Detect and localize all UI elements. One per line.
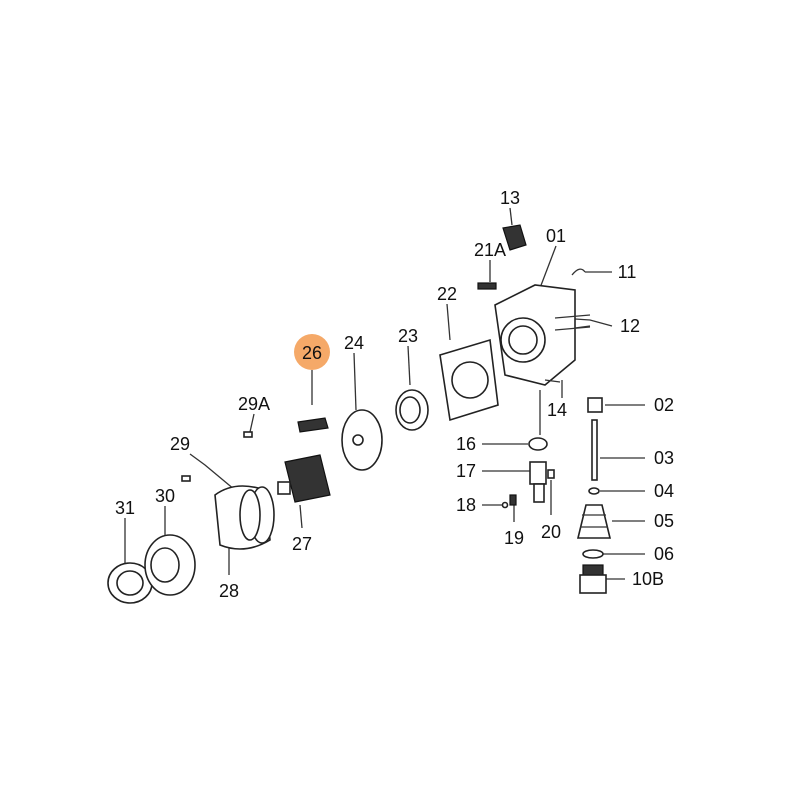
part-26-vane[interactable] bbox=[297, 417, 329, 433]
part-01-housing[interactable] bbox=[494, 284, 576, 386]
part-19-screw[interactable] bbox=[509, 494, 517, 506]
label-04[interactable]: 04 bbox=[654, 481, 674, 501]
label-11[interactable]: 11 bbox=[618, 262, 637, 282]
part-13-lever[interactable] bbox=[502, 224, 527, 251]
label-28[interactable]: 28 bbox=[219, 581, 239, 601]
label-01[interactable]: 01 bbox=[546, 226, 566, 246]
label-29A[interactable]: 29A bbox=[238, 394, 270, 414]
part-17-valve[interactable] bbox=[529, 461, 547, 503]
label-16[interactable]: 16 bbox=[456, 434, 476, 454]
label-26[interactable]: 26 bbox=[302, 343, 322, 363]
label-02[interactable]: 02 bbox=[654, 395, 674, 415]
part-12-pins[interactable] bbox=[554, 314, 591, 331]
part-16-o-ring[interactable] bbox=[528, 437, 548, 451]
part-29A-pin[interactable] bbox=[243, 431, 253, 438]
label-30[interactable]: 30 bbox=[155, 486, 175, 506]
label-31[interactable]: 31 bbox=[115, 498, 135, 518]
label-24[interactable]: 24 bbox=[344, 333, 364, 353]
label-20[interactable]: 20 bbox=[541, 522, 561, 542]
part-27-rotor[interactable] bbox=[277, 454, 331, 503]
part-18-ball[interactable] bbox=[501, 501, 509, 509]
label-19[interactable]: 19 bbox=[504, 528, 524, 548]
part-22-gasket[interactable] bbox=[439, 338, 499, 422]
highlight-circle bbox=[294, 334, 330, 370]
label-23[interactable]: 23 bbox=[398, 326, 418, 346]
part-24-end-plate[interactable] bbox=[341, 409, 383, 471]
part-05-spring[interactable] bbox=[576, 504, 612, 539]
label-03[interactable]: 03 bbox=[654, 448, 674, 468]
part-14-pin[interactable] bbox=[544, 379, 561, 383]
label-18[interactable]: 18 bbox=[456, 495, 476, 515]
part-31-bearing[interactable] bbox=[107, 562, 153, 604]
label-22[interactable]: 22 bbox=[437, 284, 457, 304]
label-17[interactable]: 17 bbox=[456, 461, 476, 481]
part-labels: 13 21A 01 11 22 12 26 24 23 02 14 29A 16… bbox=[115, 188, 674, 601]
parts bbox=[107, 224, 612, 604]
part-29-pin[interactable] bbox=[181, 475, 191, 482]
part-28-cylinder[interactable] bbox=[214, 485, 275, 550]
label-06[interactable]: 06 bbox=[654, 544, 674, 564]
label-29[interactable]: 29 bbox=[170, 434, 190, 454]
label-13[interactable]: 13 bbox=[500, 188, 520, 208]
part-11-spring-pin[interactable] bbox=[571, 268, 586, 276]
label-05[interactable]: 05 bbox=[654, 511, 674, 531]
part-23-bearing[interactable] bbox=[395, 389, 429, 431]
part-21A-screw[interactable] bbox=[477, 282, 497, 290]
part-10B-plug[interactable] bbox=[579, 564, 607, 594]
part-20-pin[interactable] bbox=[547, 469, 555, 479]
part-02-bushing[interactable] bbox=[587, 397, 603, 413]
part-03-valve-stem[interactable] bbox=[591, 419, 598, 481]
label-27[interactable]: 27 bbox=[292, 534, 312, 554]
leader-lines bbox=[124, 207, 645, 580]
label-21A[interactable]: 21A bbox=[474, 240, 506, 260]
part-30-end-plate[interactable] bbox=[144, 534, 196, 596]
part-06-o-ring[interactable] bbox=[582, 549, 604, 559]
label-10B[interactable]: 10B bbox=[632, 569, 664, 589]
part-04-seal[interactable] bbox=[588, 487, 600, 495]
label-12[interactable]: 12 bbox=[620, 316, 640, 336]
label-14[interactable]: 14 bbox=[547, 400, 567, 420]
